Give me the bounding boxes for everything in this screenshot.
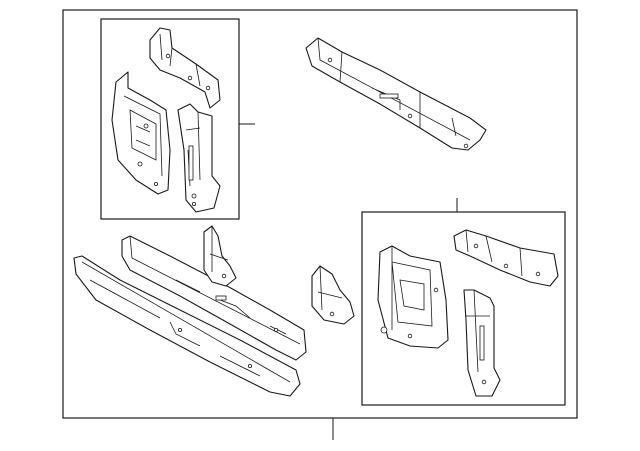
upper-left-group-box — [100, 18, 240, 220]
side-support-bracket — [311, 265, 355, 325]
right-apron-panel — [377, 245, 449, 349]
lower-tie-bar — [73, 255, 301, 397]
left-apron-panel — [111, 71, 171, 195]
lower-right-group-box — [361, 211, 566, 406]
upper-cross-member — [305, 37, 487, 151]
right-bracket-part — [453, 229, 559, 287]
right-upright-part — [463, 289, 501, 397]
upright-member-part — [177, 103, 221, 213]
upper-bracket-part — [149, 27, 221, 109]
center-support-bracket — [203, 225, 237, 287]
middle-tie-bar — [121, 235, 307, 361]
outer-frame — [62, 9, 578, 419]
